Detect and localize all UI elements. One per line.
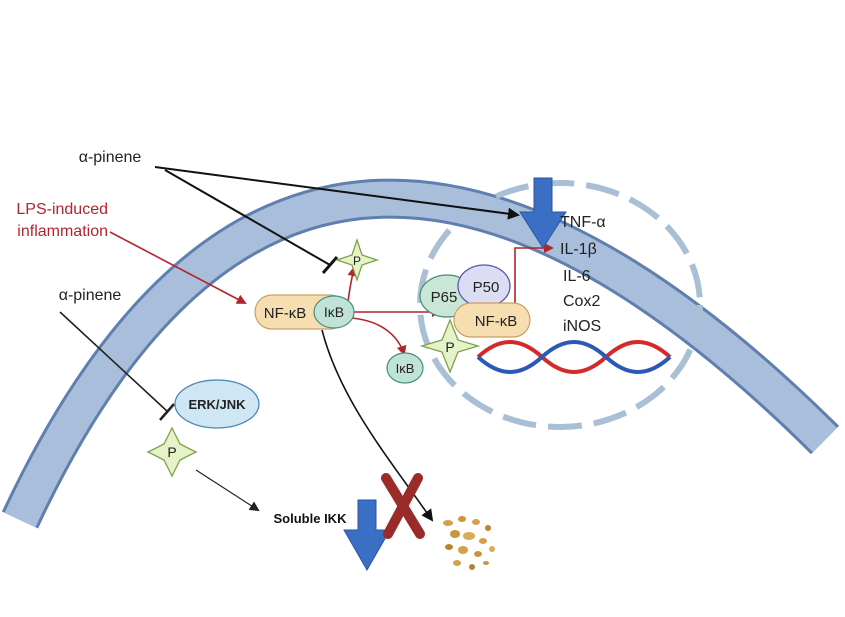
alpha-pinene-left-label: α-pinene xyxy=(59,287,122,304)
alpha-pinene-inhibition-left xyxy=(59,311,175,421)
nfkb-nucleus xyxy=(453,302,531,338)
dna-helix xyxy=(476,340,672,374)
cytokine-item: Cox2 xyxy=(563,293,600,310)
blocked-x-mark xyxy=(381,473,425,539)
erk-to-ikk-arrow xyxy=(195,469,260,512)
svg-text:P: P xyxy=(445,339,454,355)
phospho-star-top: P xyxy=(334,237,380,283)
down-arrow-cytokines xyxy=(519,177,567,249)
svg-text:NF-κB: NF-κB xyxy=(475,313,518,330)
cytokine-item: TNF-α xyxy=(560,214,606,231)
ikb-bound-label: IκB xyxy=(324,304,344,320)
cell-membrane xyxy=(1,178,840,529)
degradation-debris xyxy=(443,516,495,570)
down-arrow-soluble-ikk xyxy=(343,499,391,572)
lps-arrow xyxy=(109,231,247,304)
erk-jnk: ERK/JNK xyxy=(174,379,260,429)
phospho-star-nucleus: P xyxy=(419,318,481,374)
svg-text:ERK/JNK: ERK/JNK xyxy=(188,397,246,412)
phospho-star-left: P xyxy=(146,426,198,478)
svg-text:P: P xyxy=(353,254,361,268)
alpha-pinene-arrows xyxy=(154,166,520,274)
transcription-arrow xyxy=(514,243,554,305)
svg-text:P50: P50 xyxy=(473,279,500,296)
degradation-arrow xyxy=(321,329,434,522)
nfkb-cytoplasm-label: NF-κB xyxy=(264,305,307,322)
ikb-free: IκB xyxy=(386,352,424,384)
svg-text:P65: P65 xyxy=(431,289,458,306)
nfkb-ikb-complex: NF-κB IκB xyxy=(254,294,355,330)
svg-text:P: P xyxy=(167,444,176,460)
lps-label-line2: inflammation xyxy=(17,223,108,240)
cytokine-list: TNF-α IL-1β IL-6 Cox2 iNOS xyxy=(560,214,606,335)
nuclear-nfkb-complex: P65 P50 NF-κB xyxy=(419,264,531,338)
soluble-ikk-label: Soluble IKK xyxy=(274,511,348,526)
cytokine-item: iNOS xyxy=(563,318,601,335)
ikb-bound xyxy=(313,295,355,329)
alpha-pinene-top-label: α-pinene xyxy=(79,149,142,166)
cytokine-item: IL-1β xyxy=(560,241,597,258)
nucleus xyxy=(417,180,703,430)
cytokine-item: IL-6 xyxy=(563,268,591,285)
svg-text:IκB: IκB xyxy=(396,361,415,376)
lps-label-line1: LPS-induced xyxy=(16,201,108,218)
